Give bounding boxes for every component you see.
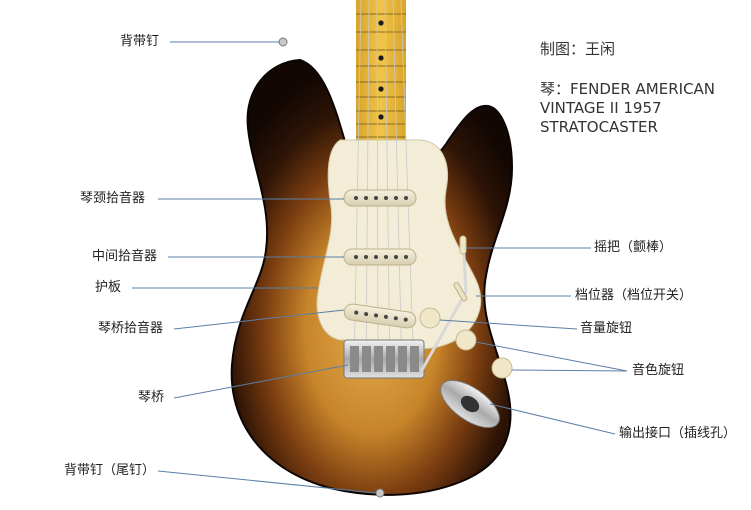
knob-shapes [419, 307, 513, 379]
output-jack-shape [440, 380, 500, 428]
credit-guitar-line3: STRATOCASTER [540, 118, 658, 136]
label-neck-pickup: 琴颈拾音器 [80, 191, 146, 206]
credit-author: 制图：王闲 [540, 40, 616, 58]
label-middle-pickup: 中间拾音器 [92, 249, 158, 264]
strap-button-top-shape [278, 37, 288, 47]
bridge-shape [343, 339, 425, 379]
label-tone-knobs: 音色旋钮 [632, 363, 685, 378]
label-volume-knob: 音量旋钮 [580, 321, 633, 336]
label-output-jack: 输出接口（插线孔） [619, 426, 737, 441]
label-strap-button-top: 背带钉 [120, 34, 160, 49]
label-bridge: 琴桥 [138, 390, 165, 405]
tremolo-arm-shape [420, 236, 468, 372]
label-selector-switch: 档位器（档位开关） [575, 288, 693, 303]
credit-guitar-line1: 琴：FENDER AMERICAN [540, 80, 716, 98]
label-pickguard: 护板 [95, 280, 122, 295]
label-strap-button-tail: 背带钉（尾钉） [64, 463, 156, 478]
credit-guitar-line2: VINTAGE II 1957 [540, 99, 662, 117]
neck-pickup-shape [343, 189, 417, 207]
middle-pickup-shape [343, 248, 417, 266]
label-bridge-pickup: 琴桥拾音器 [98, 321, 164, 336]
label-tremolo-arm: 摇把（颤棒） [594, 240, 673, 255]
bridge-pickup-shape [343, 303, 417, 329]
strap-button-tail-shape [375, 488, 385, 498]
selector-switch-shape [453, 282, 468, 302]
leader-lines [132, 41, 628, 494]
